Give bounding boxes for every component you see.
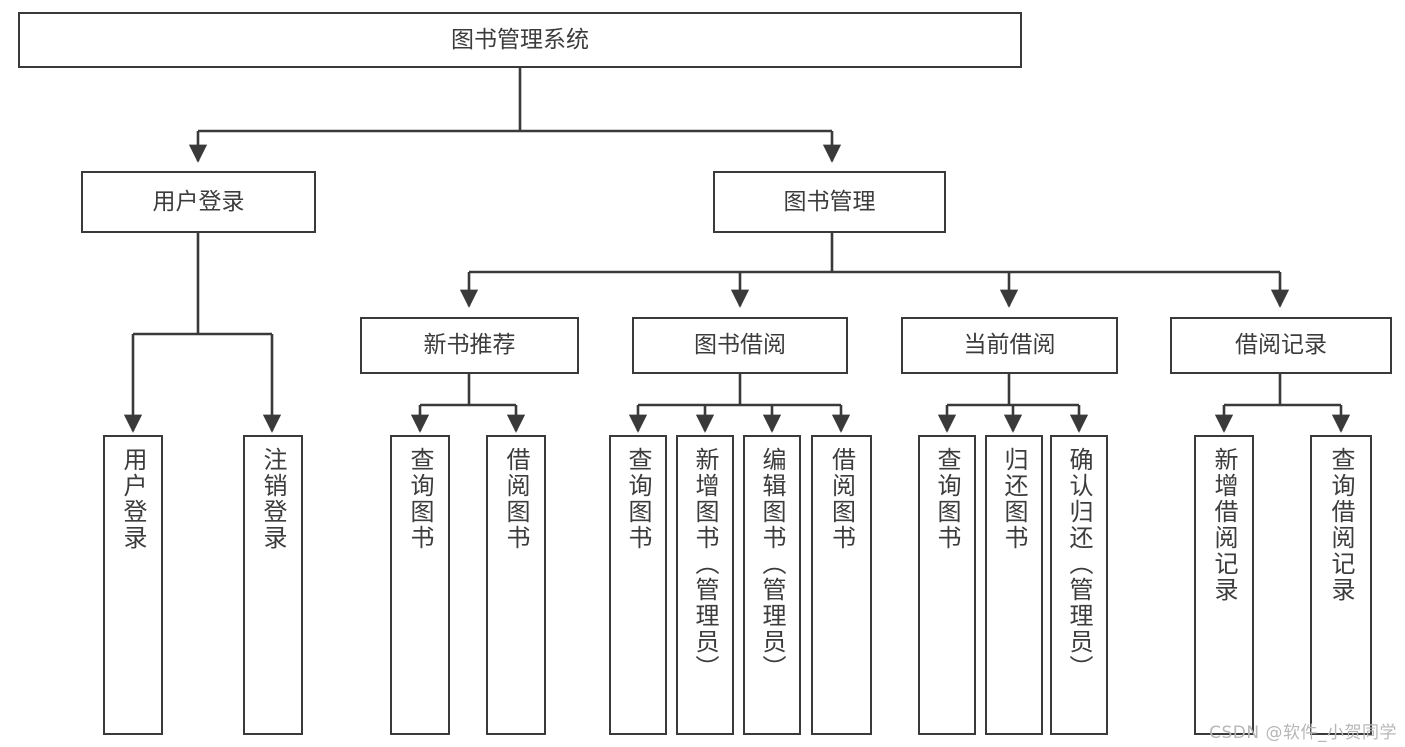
node-current-borrow-label: 当前借阅 (963, 332, 1056, 359)
leaf-borrow-edit-book[interactable]: 编辑图书（管理员） (743, 435, 801, 735)
node-book-borrow[interactable]: 图书借阅 (632, 317, 848, 374)
node-borrow-records-label: 借阅记录 (1235, 332, 1327, 359)
node-user-login-label: 用户登录 (152, 188, 245, 215)
leaf-user-login-signout[interactable]: 注销登录 (243, 435, 303, 735)
node-book-management[interactable]: 图书管理 (713, 171, 946, 233)
node-borrow-records[interactable]: 借阅记录 (1170, 317, 1392, 374)
leaf-user-login-signin[interactable]: 用户登录 (103, 435, 163, 735)
leaf-current-confirm-return[interactable]: 确认归还（管理员） (1050, 435, 1108, 735)
node-book-borrow-label: 图书借阅 (694, 332, 786, 359)
leaf-current-return[interactable]: 归还图书 (985, 435, 1043, 735)
node-book-management-label: 图书管理 (783, 188, 876, 215)
leaf-borrow-borrow-book[interactable]: 借阅图书 (811, 435, 872, 735)
node-user-login[interactable]: 用户登录 (81, 171, 316, 233)
leaf-new-books-query[interactable]: 查询图书 (390, 435, 450, 735)
leaf-borrow-add-book[interactable]: 新增图书（管理员） (676, 435, 734, 735)
leaf-new-books-query-label: 查询图书 (406, 447, 434, 551)
leaf-records-query[interactable]: 查询借阅记录 (1310, 435, 1372, 735)
leaf-current-query-label: 查询图书 (933, 447, 961, 551)
node-new-book-recommend-label: 新书推荐 (423, 332, 516, 359)
leaf-user-login-signin-label: 用户登录 (119, 447, 147, 551)
node-root[interactable]: 图书管理系统 (18, 12, 1022, 68)
leaf-borrow-borrow-book-label: 借阅图书 (827, 447, 856, 551)
leaf-current-confirm-return-label: 确认归还（管理员） (1065, 447, 1093, 681)
leaf-current-return-label: 归还图书 (1000, 447, 1028, 551)
node-root-label: 图书管理系统 (451, 26, 589, 53)
watermark: CSDN @软件_小贺同学 (1209, 723, 1397, 743)
leaf-current-query[interactable]: 查询图书 (918, 435, 976, 735)
leaf-borrow-query[interactable]: 查询图书 (609, 435, 667, 735)
leaf-records-add-label: 新增借阅记录 (1210, 447, 1238, 603)
leaf-records-add[interactable]: 新增借阅记录 (1194, 435, 1254, 735)
leaf-borrow-edit-book-label: 编辑图书（管理员） (758, 447, 786, 681)
leaf-new-books-borrow-label: 借阅图书 (502, 447, 530, 551)
leaf-records-query-label: 查询借阅记录 (1327, 447, 1355, 603)
node-current-borrow[interactable]: 当前借阅 (901, 317, 1118, 374)
leaf-new-books-borrow[interactable]: 借阅图书 (486, 435, 546, 735)
leaf-borrow-query-label: 查询图书 (624, 447, 652, 551)
leaf-borrow-add-book-label: 新增图书（管理员） (691, 447, 719, 681)
node-new-book-recommend[interactable]: 新书推荐 (360, 317, 579, 374)
leaf-user-login-signout-label: 注销登录 (259, 447, 287, 551)
